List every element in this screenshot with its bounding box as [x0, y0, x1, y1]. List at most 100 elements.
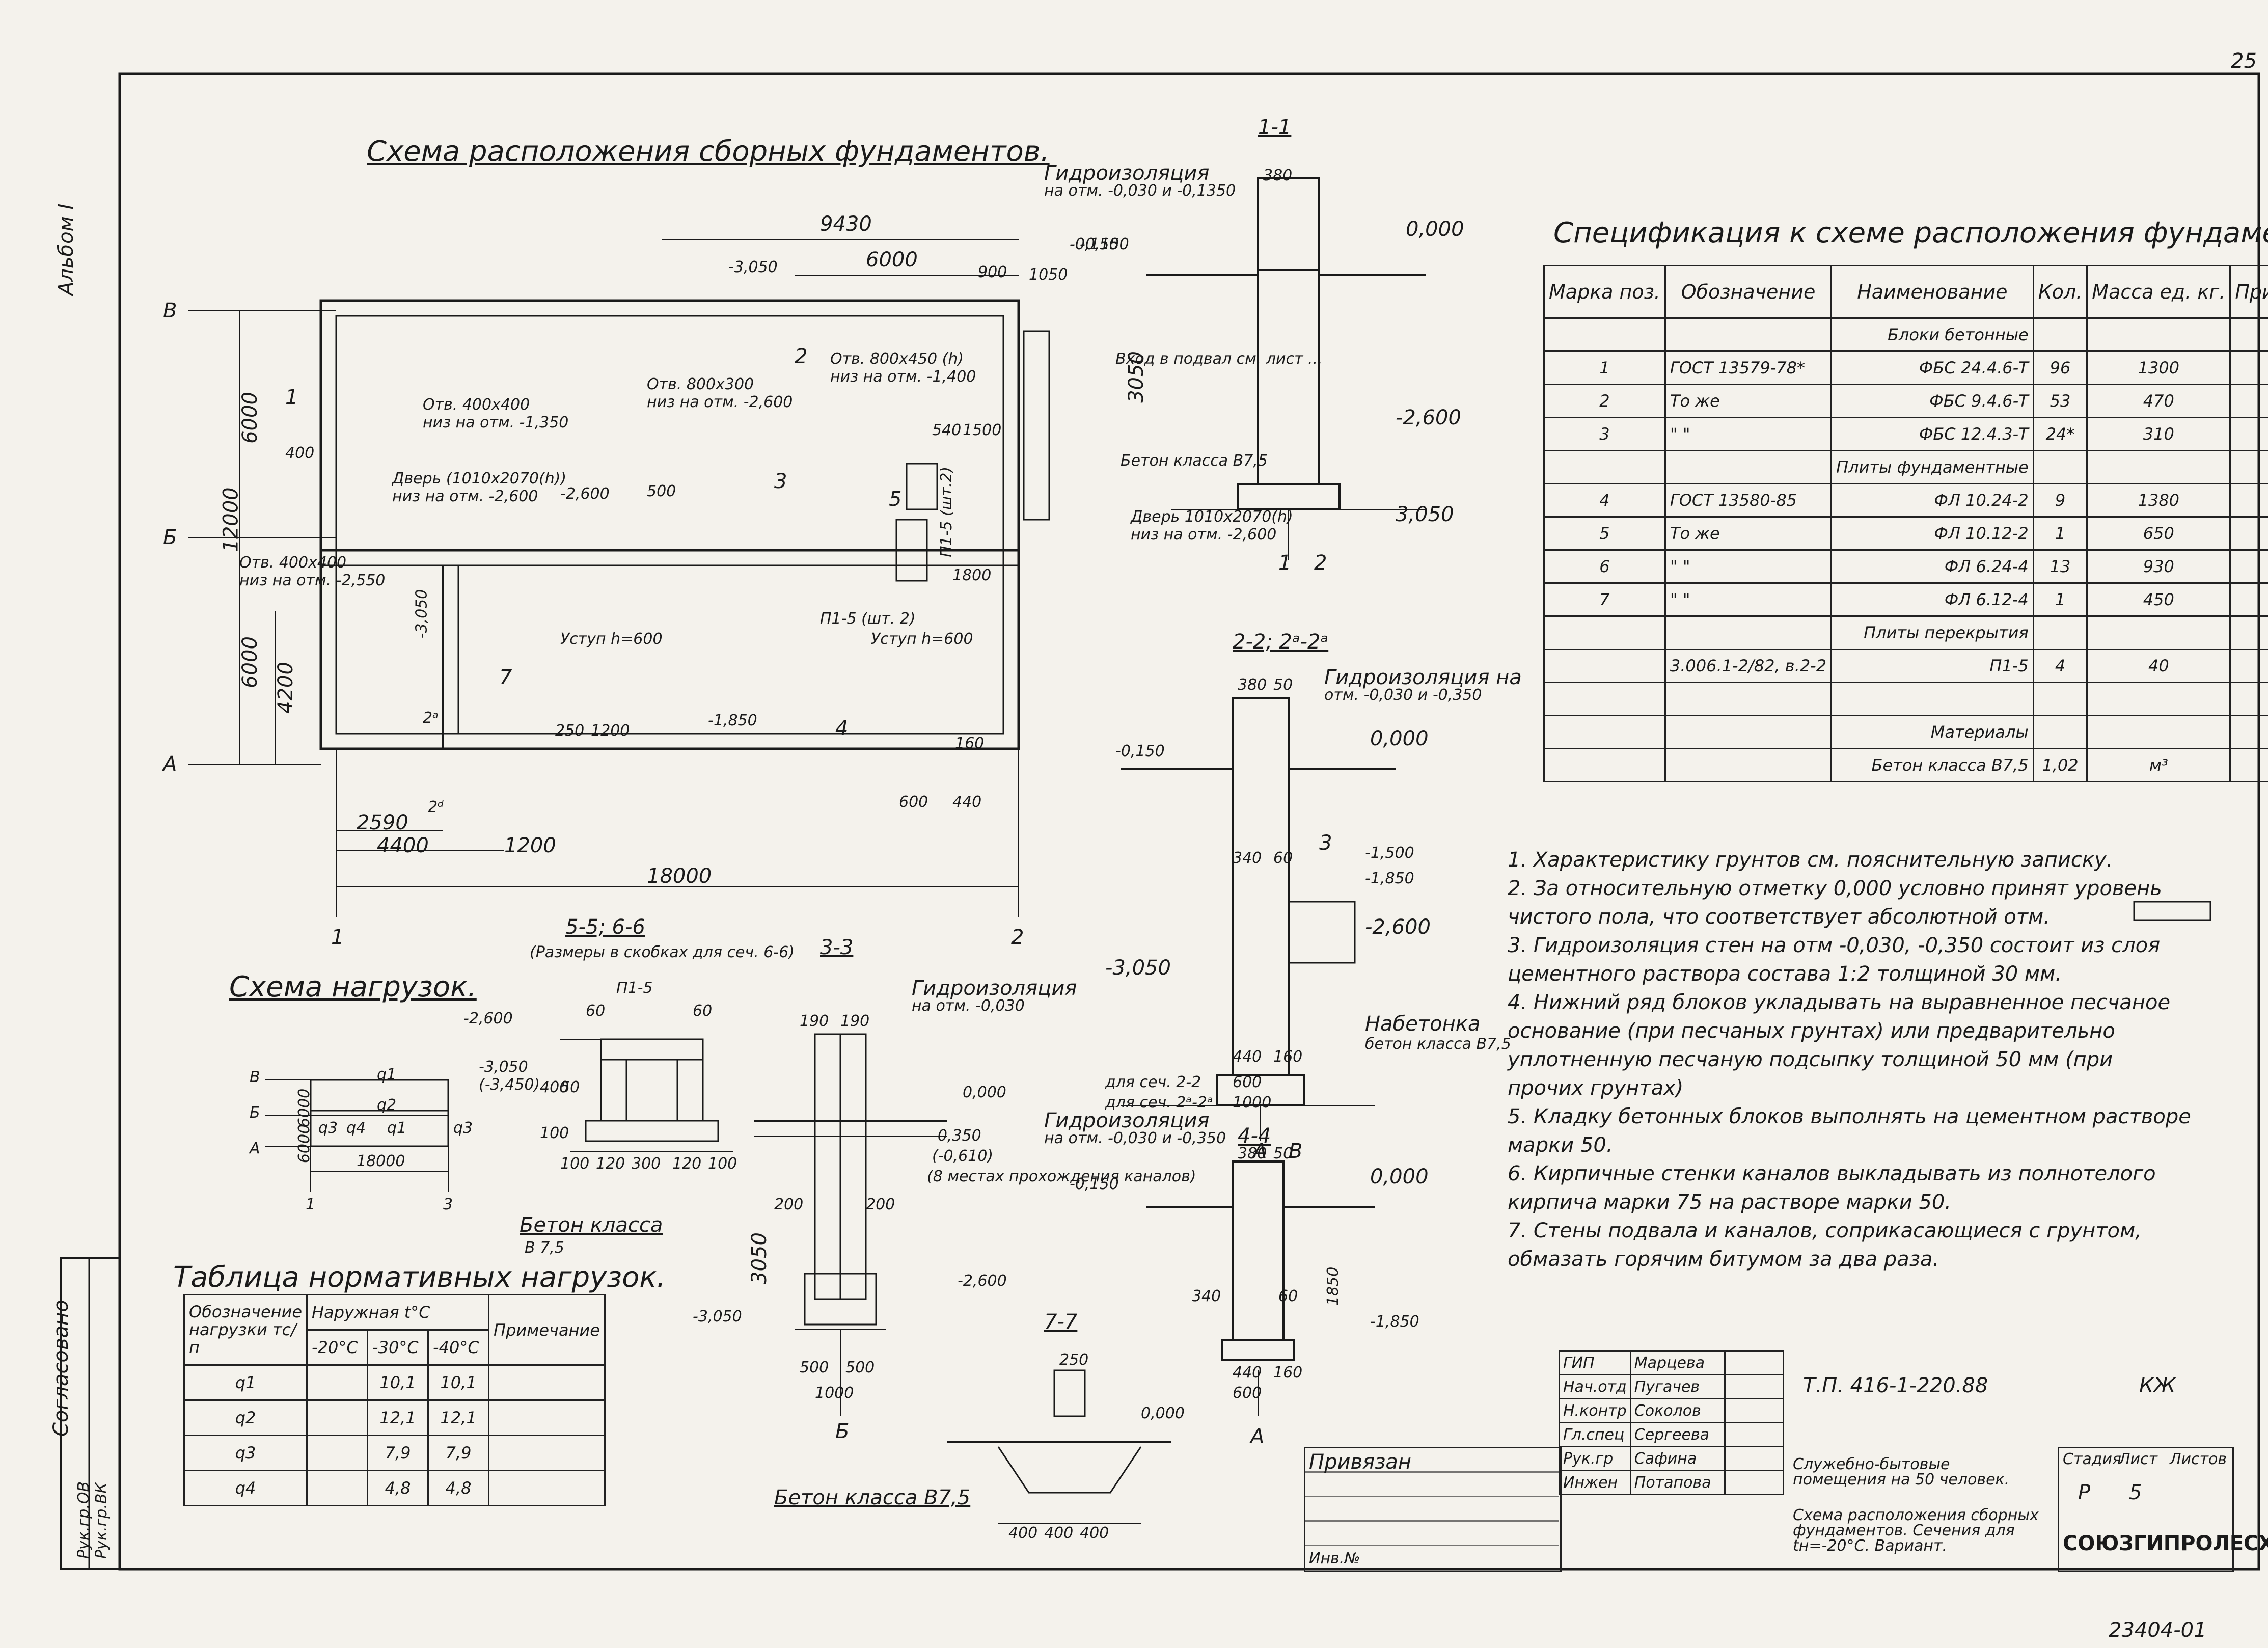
spec-header-row: Марка поз. Обозначение Наименование Кол.… — [1543, 265, 2268, 319]
spec-title: Спецификация к схеме расположения фундам… — [1553, 217, 2268, 250]
loads-dim-3: 18000 — [357, 1152, 405, 1170]
sec33-level-2600: -2,600 — [958, 1272, 1007, 1290]
sec11-hydro: Гидроизоляция — [1044, 161, 1210, 185]
section-2-2 — [1121, 697, 1396, 1141]
spec-cell — [1664, 748, 1833, 782]
spec-cell — [2229, 516, 2268, 551]
level-3: -1,850 — [708, 712, 757, 730]
dim-1050: 1050 — [1029, 266, 1068, 284]
sec55-b4: 120 — [672, 1155, 702, 1173]
loads-table-title: Таблица нормативных нагрузок. — [173, 1261, 666, 1294]
staff-role: Нач.отд — [1559, 1374, 1631, 1399]
hole3-sub: низ на отм. -1,400 — [830, 368, 976, 386]
loads-h2: Наружная t°С — [306, 1294, 490, 1331]
dim-total-length: 18000 — [647, 864, 712, 888]
project-code-2: КЖ — [2139, 1374, 2176, 1397]
spec-cell — [1664, 715, 1833, 749]
note-line: прочих грунтах) — [1508, 1076, 1684, 1100]
axis-a: А — [163, 752, 177, 776]
sec11-hydro-sub: на отм. -0,030 и -0,1350 — [1044, 182, 1236, 200]
staff-signature — [1724, 1422, 1784, 1447]
sec33-hydro-sub: на отм. -0,030 — [912, 997, 1025, 1015]
notes-block: 1. Характеристику грунтов см. пояснитель… — [1508, 846, 2191, 1274]
staff-signature — [1724, 1446, 1784, 1471]
sec22-hydro: Гидроизоляция на — [1324, 666, 1522, 689]
sec11-level-3050: 3,050 — [1396, 503, 1454, 526]
sec33-d3050: 3050 — [747, 1232, 771, 1284]
level-4: -0,150 — [1070, 235, 1119, 253]
dim-bottom-a: 2590 — [357, 811, 408, 834]
staff-name: Сафина — [1629, 1446, 1726, 1471]
door1-sub: низ на отм. -2,600 — [392, 488, 538, 505]
spec-cell: 7 — [1543, 582, 1666, 617]
dim-500: 500 — [647, 482, 676, 500]
spec-cell: 470 — [2086, 384, 2231, 418]
sec55-level-3050: -3,050 — [479, 1058, 528, 1076]
spec-row — [1543, 682, 2268, 716]
sec33-b1000: 1000 — [815, 1384, 854, 1402]
loads-h1: Обозначение нагрузки тс/п — [183, 1294, 308, 1366]
mark-4: 4 — [835, 717, 849, 740]
sec22-axis-v: В — [1289, 1140, 1303, 1163]
axis-v: В — [163, 299, 177, 322]
sec22-axis-a: А — [1253, 1140, 1267, 1163]
loads-cell — [306, 1470, 369, 1506]
spec-cell — [1543, 682, 1666, 716]
sec44-dim-380: 380 — [1238, 1145, 1267, 1163]
spec-col-qty: Кол. — [2032, 265, 2088, 319]
spec-cell — [1664, 615, 1833, 650]
spec-cell: 1 — [1543, 350, 1666, 385]
sec44-dim-160: 160 — [1273, 1364, 1303, 1382]
staff-name: Соколов — [1629, 1398, 1726, 1423]
spec-cell: ФЛ 6.24-4 — [1830, 549, 2034, 584]
loads-cell — [306, 1435, 369, 1471]
plate-label: П1-5 (шт.2) — [938, 466, 956, 558]
spec-cell: 24* — [2032, 417, 2088, 451]
concrete-label: Бетон класса В7,5 — [1121, 452, 1268, 470]
loads-q4: q4 — [346, 1119, 366, 1137]
section-3-3 — [754, 1033, 947, 1416]
spec-row: Материалы — [1543, 715, 2268, 749]
mark-2d: 2ᵈ — [428, 798, 444, 816]
sec77-b1: 400 — [1008, 1524, 1038, 1542]
spec-cell — [2086, 682, 2231, 716]
dim-400: 400 — [285, 444, 315, 462]
staff-name: Пугачев — [1629, 1374, 1726, 1399]
spec-cell: 3.006.1-2/82, в.2-2 — [1664, 649, 1833, 683]
spec-row: Плиты перекрытия — [1543, 615, 2268, 650]
staff-signature — [1724, 1374, 1784, 1399]
spec-cell — [2229, 317, 2268, 352]
sec33-level-0: 0,000 — [963, 1084, 1006, 1101]
dim-bottom-c: 1200 — [504, 834, 556, 857]
note-line: чистого пола, что соответствует абсолютн… — [1508, 905, 2050, 929]
sec22-dim-60: 60 — [1273, 849, 1293, 867]
spec-cell: " " — [1664, 582, 1833, 617]
spec-row: Блоки бетонные — [1543, 317, 2268, 352]
loads-cell — [488, 1470, 606, 1506]
dim-lower-part: 4200 — [274, 662, 297, 714]
spec-cell — [2086, 450, 2231, 484]
hole2-label: Отв. 800x300 — [647, 375, 754, 393]
staff-role: ГИП — [1559, 1350, 1631, 1375]
sec44-dim-1850: 1850 — [1324, 1266, 1343, 1306]
sec22-dim-380: 380 — [1238, 676, 1267, 694]
level-2: -2,600 — [560, 485, 610, 503]
spec-cell — [2229, 350, 2268, 385]
spec-col-note: Примеч. — [2229, 265, 2268, 319]
loads-cell: q4 — [183, 1470, 308, 1506]
binding-label: Привязан — [1309, 1450, 1412, 1474]
sec55-sub: (Размеры в скобках для сеч. 6-6) — [530, 943, 795, 961]
section-1-1 — [1146, 177, 1426, 560]
hole1-label: Отв. 400x400 — [423, 396, 530, 414]
spec-cell: То же — [1664, 384, 1833, 418]
sheet-name: Схема расположения сборных фундаментов. … — [1793, 1506, 2039, 1555]
sec22-dim-340: 340 — [1233, 849, 1262, 867]
sec22-hydro-sub: отм. -0,030 и -0,350 — [1324, 686, 1482, 704]
